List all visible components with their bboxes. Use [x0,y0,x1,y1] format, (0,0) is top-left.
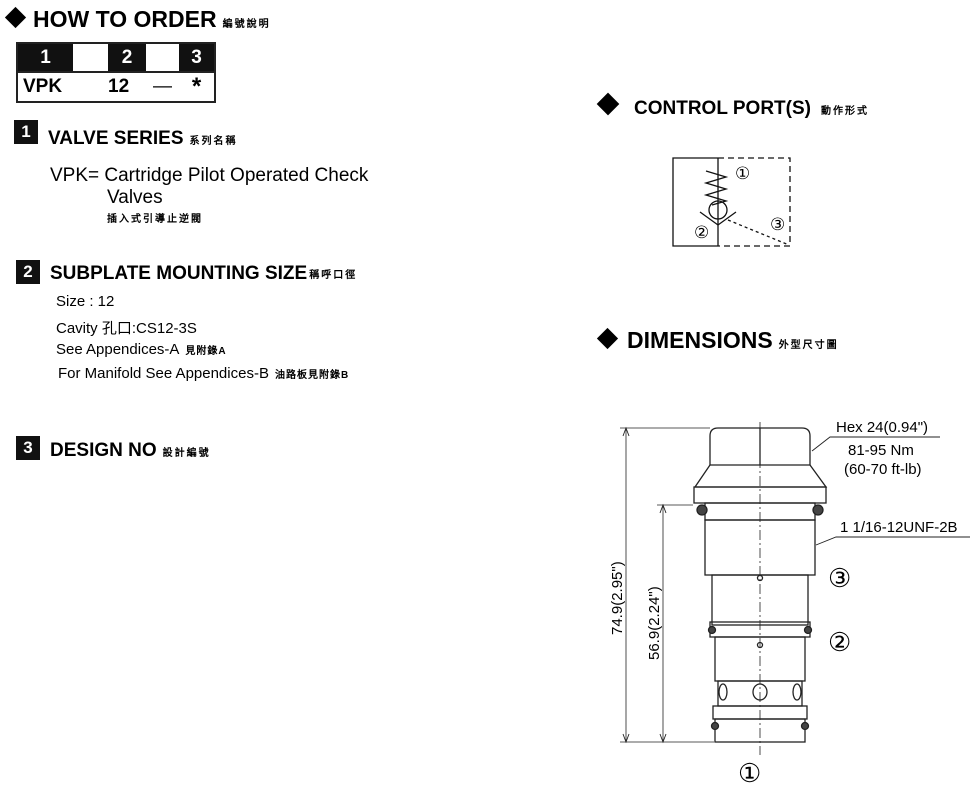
appendix-b-label: For Manifold See Appendices-B [58,365,269,382]
appendix-b-cjk: 油路板見附錄B [274,370,350,381]
torque-ftlb-label: (60-70 ft-lb) [844,461,922,478]
heading-text: CONTROL PORT(S) [634,98,811,119]
section-title-cjk: 稱呼口徑 [309,270,358,281]
heading-text: DIMENSIONS [627,327,773,353]
order-code-table: 1 2 3 VPK 12 — * [16,42,216,103]
section-title-cjk: 設計編號 [162,448,211,459]
valve-series-heading: 1 VALVE SERIES 系列名稱 [14,120,238,149]
heading-cjk: 外型尺寸圖 [778,340,839,351]
valve-series-cjk: 插入式引導止逆閥 [107,214,203,225]
dimensions-heading: DIMENSIONS 外型尺寸圖 [596,327,839,354]
control-port-heading: CONTROL PORT(S) 動作形式 [596,92,869,120]
valve-series-line2: Valves [107,187,163,208]
appendix-b-text: For Manifold See Appendices-B 油路板見附錄B [58,365,349,382]
design-no-heading: 3 DESIGN NO 設計編號 [16,436,211,461]
section-number-badge: 3 [16,436,40,460]
dim-port-label-3: ③ [828,563,851,593]
code-design: * [191,73,202,100]
check-valve-symbol [672,157,791,247]
section-number-badge: 2 [16,260,40,284]
how-to-order-heading: HOW TO ORDER 編號說明 [4,6,271,33]
heading-cjk: 編號說明 [222,19,271,30]
dim-port-label-2: ② [828,627,851,657]
code-size: 12 [108,76,130,97]
appendix-a-cjk: 見附錄A [185,346,227,357]
section-number-badge: 1 [14,120,38,144]
code-dash: — [153,76,172,97]
appendix-a-text: See Appendices-A 見附錄A [56,341,227,358]
dim-port-label-1: ① [738,758,761,788]
heading-cjk: 動作形式 [820,106,869,117]
thread-label: 1 1/16-12UNF-2B [840,519,958,536]
cartridge-valve-drawing [620,422,970,755]
port-label-3: ③ [770,215,785,234]
insert-length-label: 56.9(2.24") [646,586,663,660]
port-label-1: ① [735,164,750,183]
code-header-1: 1 [17,43,73,72]
size-text: Size : 12 [56,293,115,310]
code-series: VPK [23,76,63,97]
section-title: DESIGN NO [50,440,157,461]
port-label-2: ② [694,223,709,242]
section-title: VALVE SERIES [48,128,184,149]
section-title-cjk: 系列名稱 [189,136,238,147]
ball-icon [708,200,728,220]
section-title: SUBPLATE MOUNTING SIZE [50,263,308,284]
heading-text: HOW TO ORDER [33,6,217,32]
cavity-text: Cavity 孔口:CS12-3S [56,320,197,337]
appendix-a-label: See Appendices-A [56,341,180,358]
overall-length-label: 74.9(2.95") [609,561,626,635]
hex-size-label: Hex 24(0.94") [836,419,928,436]
valve-series-line1: VPK= Cartridge Pilot Operated Check [50,165,369,186]
code-header-2: 2 [108,43,146,72]
code-header-3: 3 [179,43,215,72]
torque-nm-label: 81-95 Nm [848,442,914,459]
spring-icon [703,170,729,206]
